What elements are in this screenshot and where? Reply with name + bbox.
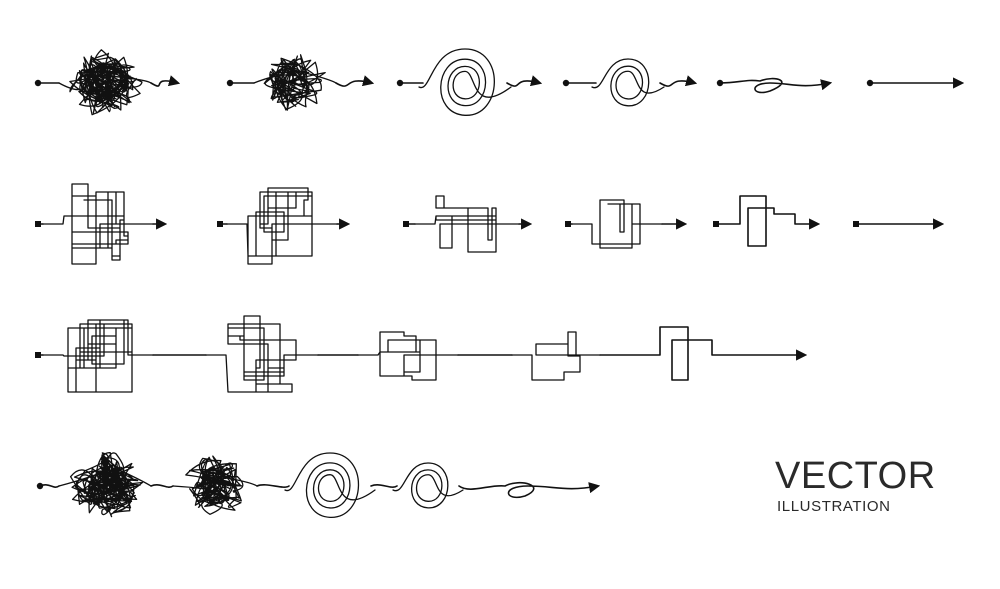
connector-line xyxy=(150,484,174,488)
rect-tangle-3 xyxy=(317,331,459,381)
tangle-path xyxy=(205,315,319,393)
tangle-path xyxy=(418,48,512,116)
exit-arrow xyxy=(719,77,833,94)
tangle-path xyxy=(392,462,464,509)
straight-line-6 xyxy=(853,218,945,230)
rectangular-tangle-line-row xyxy=(35,315,808,393)
tangle-path xyxy=(357,331,459,381)
tangle-path xyxy=(226,187,338,265)
exit-arrow xyxy=(715,195,821,247)
exit-arrow xyxy=(506,75,543,87)
rect-tangle-4 xyxy=(457,331,601,381)
tangle-path xyxy=(591,58,665,107)
rect-tangle-5 xyxy=(599,326,808,381)
curvy-tangle-line-row xyxy=(36,452,601,519)
tangle-path xyxy=(42,319,154,393)
tangle-path xyxy=(253,54,337,111)
vector-title: VECTOR xyxy=(775,455,936,497)
curvy-tangle-3 xyxy=(396,48,543,116)
curvy-tangle-5 xyxy=(458,482,601,499)
exit-arrow xyxy=(599,326,808,381)
rect-tangle-1 xyxy=(35,183,168,265)
tangle-path xyxy=(284,452,376,519)
tangle-path xyxy=(58,452,152,518)
curvy-tangle-2 xyxy=(150,455,258,515)
straight-line-6 xyxy=(866,77,965,89)
curvy-tangle-4 xyxy=(370,462,464,509)
tangle-path xyxy=(571,199,663,249)
rectangular-tangle-row xyxy=(35,183,945,265)
rect-tangle-2 xyxy=(217,187,351,265)
connector-line xyxy=(39,484,60,488)
illustration-subtitle: ILLUSTRATION xyxy=(777,498,891,515)
exit-arrow xyxy=(335,75,375,87)
tangle-path xyxy=(42,183,154,265)
curvy-tangle-5 xyxy=(716,77,833,94)
tangle-path xyxy=(58,49,152,116)
tangle-path xyxy=(511,331,601,381)
curvy-tangle-4 xyxy=(562,58,698,107)
curvy-tangle-2 xyxy=(226,54,375,111)
connector-line xyxy=(256,484,290,488)
connector-line xyxy=(370,484,398,488)
rect-tangle-4 xyxy=(565,199,688,249)
tangle-path xyxy=(414,195,520,253)
curvy-tangle-1 xyxy=(34,49,181,116)
exit-arrow xyxy=(659,75,698,87)
rect-tangle-3 xyxy=(403,195,533,253)
curvy-tangle-1 xyxy=(39,452,152,518)
rect-tangle-5 xyxy=(713,195,821,247)
curvy-tangle-3 xyxy=(256,452,376,519)
tangle-path xyxy=(172,455,258,515)
rect-tangle-1 xyxy=(37,319,154,393)
rect-tangle-2 xyxy=(152,315,319,393)
exit-arrow xyxy=(458,482,601,499)
curvy-tangle-row xyxy=(34,48,965,116)
exit-arrow xyxy=(150,75,181,87)
